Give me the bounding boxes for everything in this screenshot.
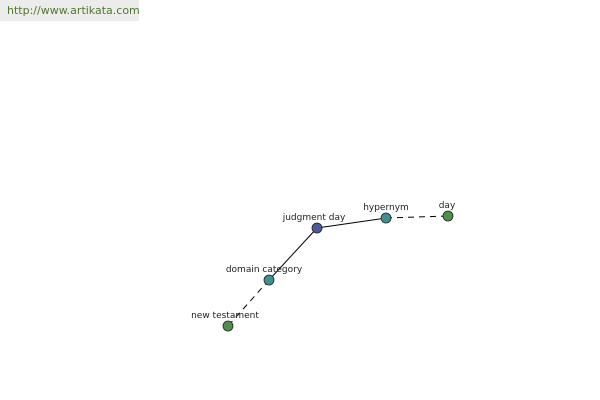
node-judgment-day-dot bbox=[311, 222, 323, 234]
node-day-dot bbox=[442, 210, 454, 222]
edge-hypernym-day bbox=[385, 215, 449, 219]
node-domain-category[interactable]: domain category bbox=[226, 265, 303, 286]
edge-judgment-day-hypernym bbox=[316, 217, 387, 229]
node-domain-category-label: domain category bbox=[226, 265, 303, 275]
node-domain-category-dot bbox=[263, 274, 275, 286]
source-link[interactable]: http://www.artikata.com bbox=[7, 4, 140, 17]
source-banner: http://www.artikata.com bbox=[0, 0, 140, 21]
node-day[interactable]: day bbox=[439, 201, 456, 222]
edge-judgment-day-domain-category bbox=[268, 227, 318, 281]
node-hypernym-dot bbox=[380, 212, 392, 224]
node-judgment-day-label: judgment day bbox=[282, 213, 346, 223]
node-judgment-day[interactable]: judgment day bbox=[282, 213, 346, 234]
node-hypernym[interactable]: hypernym bbox=[363, 203, 409, 224]
node-day-label: day bbox=[439, 201, 456, 211]
node-new-testament-dot bbox=[222, 320, 234, 332]
node-new-testament[interactable]: new testament bbox=[191, 311, 259, 332]
node-hypernym-label: hypernym bbox=[363, 203, 409, 213]
node-new-testament-label: new testament bbox=[191, 311, 259, 321]
edges-layer bbox=[227, 215, 449, 327]
nodes-layer: judgment day hypernym day domain categor… bbox=[191, 201, 456, 332]
